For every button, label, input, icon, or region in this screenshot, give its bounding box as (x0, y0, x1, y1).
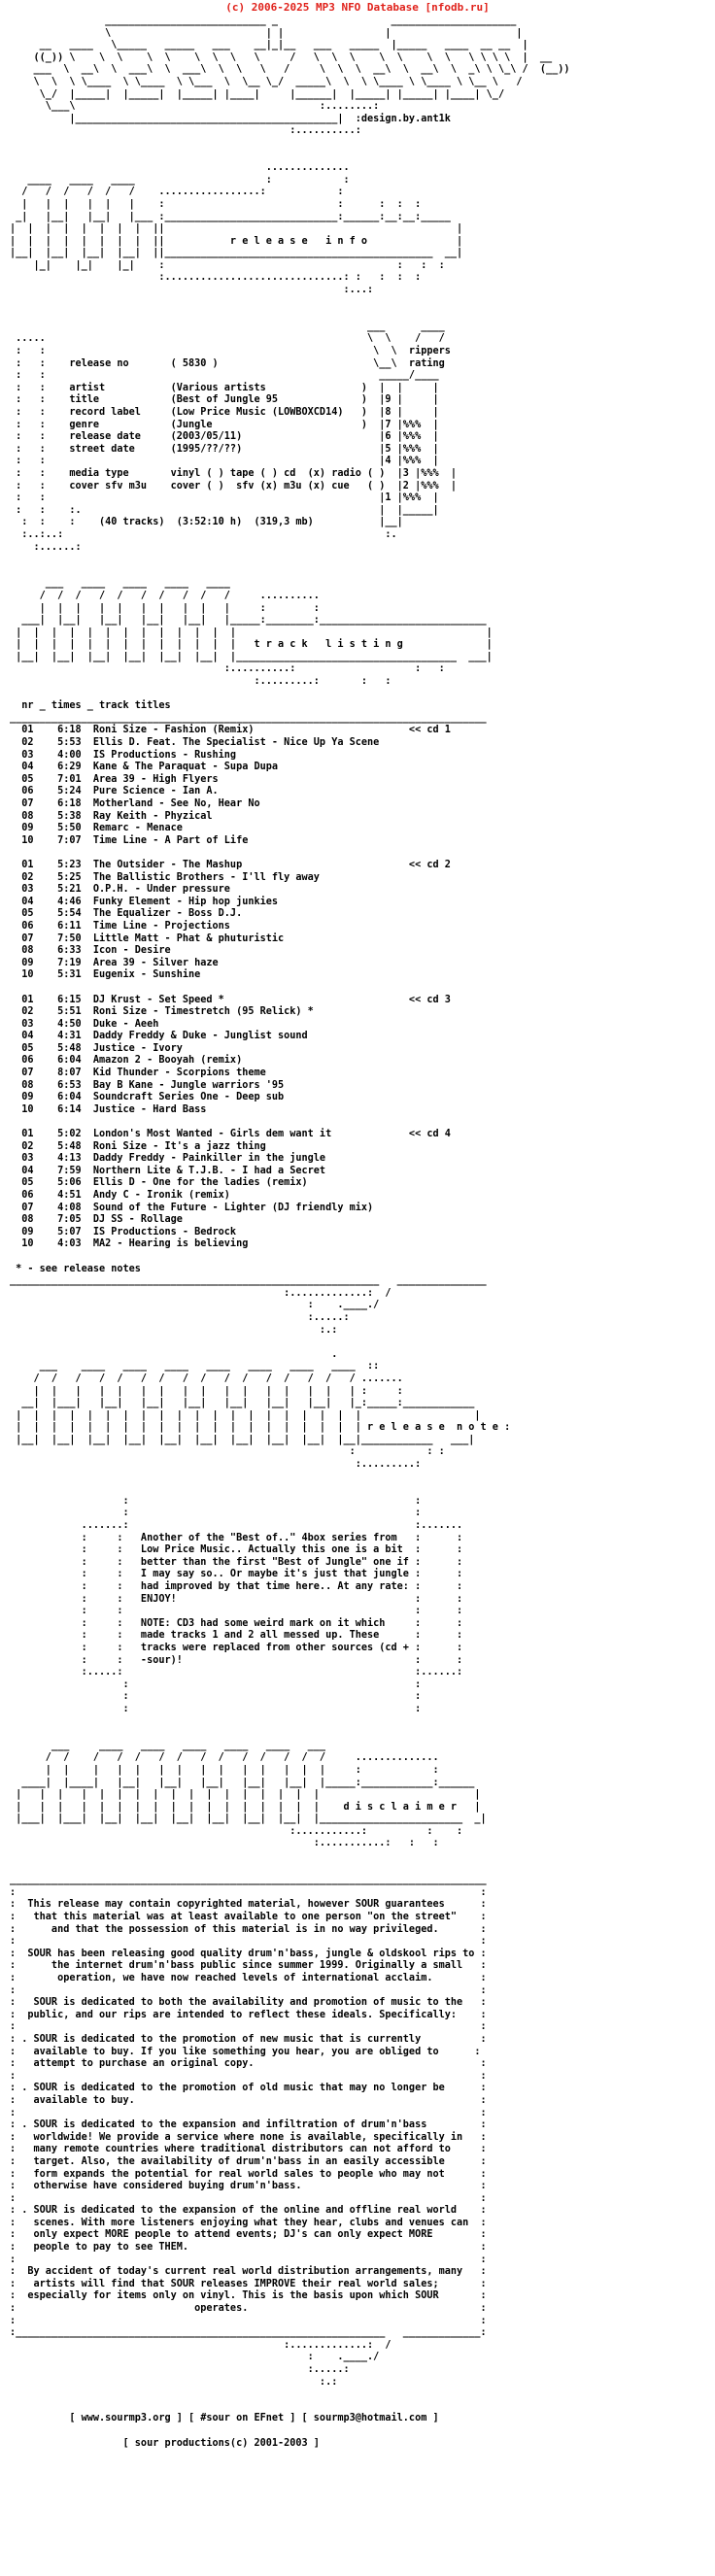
nfodb-header: (c) 2006-2025 MP3 NFO Database [nfodb.ru… (225, 1, 490, 14)
nfo-text: ___________________________ _ __________… (10, 16, 570, 2449)
